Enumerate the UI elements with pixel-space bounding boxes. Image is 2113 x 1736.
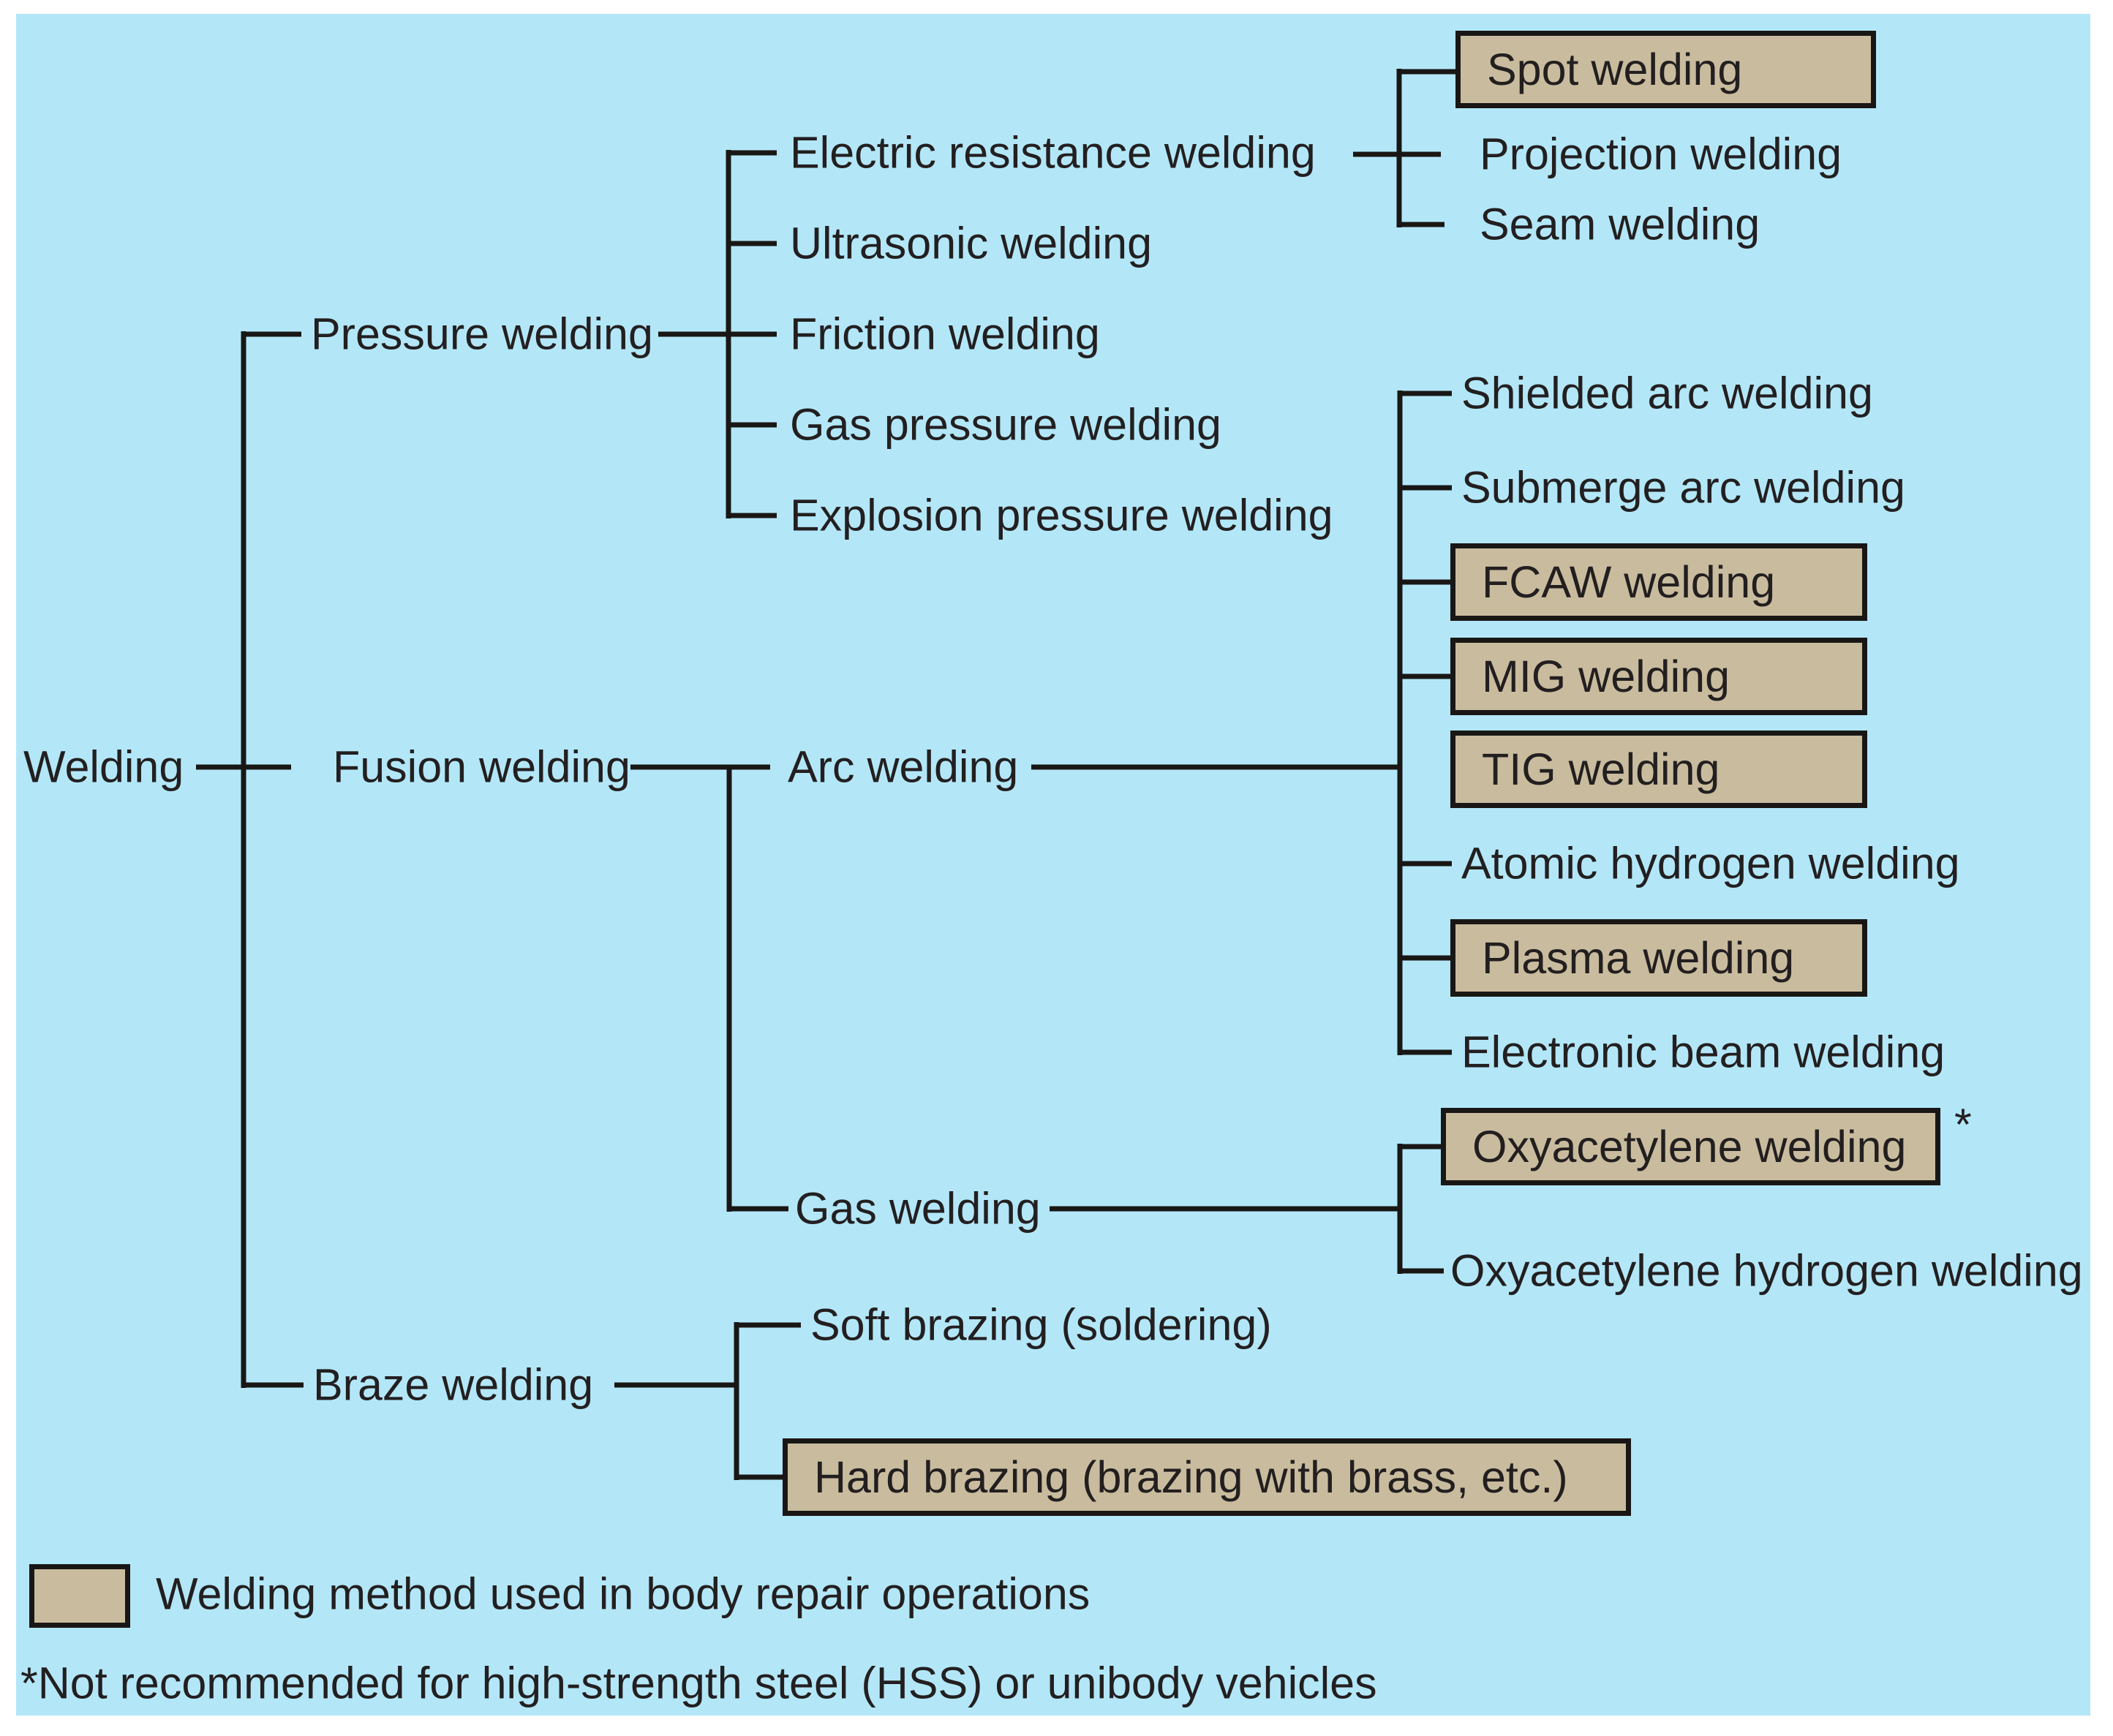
node-projection: Projection welding [1480,129,1842,179]
node-fcaw-welding-box: FCAW welding [1450,543,1867,621]
node-tig-welding: TIG welding [1482,744,1720,794]
node-mig-welding-box: MIG welding [1450,638,1867,715]
node-oxyacetylene: Oxyacetylene welding [1472,1122,1907,1171]
node-atomic-hydrogen: Atomic hydrogen welding [1461,838,1960,888]
node-mig-welding: MIG welding [1482,652,1730,701]
node-braze-welding: Braze welding [313,1359,594,1410]
node-pressure-welding: Pressure welding [311,309,653,359]
node-arc-welding: Arc welding [788,741,1019,792]
legend-label: Welding method used in body repair opera… [156,1569,1091,1619]
node-fusion-welding: Fusion welding [333,741,630,792]
diagram-panel [16,14,2090,1716]
node-soft-brazing: Soft brazing (soldering) [810,1299,1272,1350]
node-hard-brazing-box: Hard brazing (brazing with brass, etc.) [783,1438,1631,1516]
node-welding: Welding [23,741,184,792]
node-oxyacetylene-box: Oxyacetylene welding [1441,1108,1940,1185]
oxyacetylene-footnote-marker: * [1954,1099,1972,1150]
footnote-text: *Not recommended for high-strength steel… [20,1658,1377,1708]
legend-highlight-swatch [29,1564,130,1628]
node-electronic-beam: Electronic beam welding [1461,1027,1946,1077]
node-friction: Friction welding [790,309,1100,359]
node-plasma-welding: Plasma welding [1482,933,1795,983]
node-ultrasonic: Ultrasonic welding [790,218,1152,268]
node-gas-welding: Gas welding [795,1183,1041,1234]
node-seam: Seam welding [1480,199,1760,249]
node-spot-welding-box: Spot welding [1455,31,1876,108]
node-fcaw-welding: FCAW welding [1482,557,1776,607]
node-tig-welding-box: TIG welding [1450,731,1867,808]
node-spot-welding: Spot welding [1487,45,1743,94]
node-plasma-welding-box: Plasma welding [1450,919,1867,997]
node-gas-pressure: Gas pressure welding [790,399,1221,450]
node-explosion-pressure: Explosion pressure welding [790,490,1333,540]
node-oxyacetylene-hydrogen: Oxyacetylene hydrogen welding [1450,1245,2083,1296]
node-electric-resistance: Electric resistance welding [790,127,1316,178]
node-shielded-arc: Shielded arc welding [1461,368,1873,418]
node-submerge-arc: Submerge arc welding [1461,462,1905,513]
node-hard-brazing: Hard brazing (brazing with brass, etc.) [814,1452,1568,1502]
